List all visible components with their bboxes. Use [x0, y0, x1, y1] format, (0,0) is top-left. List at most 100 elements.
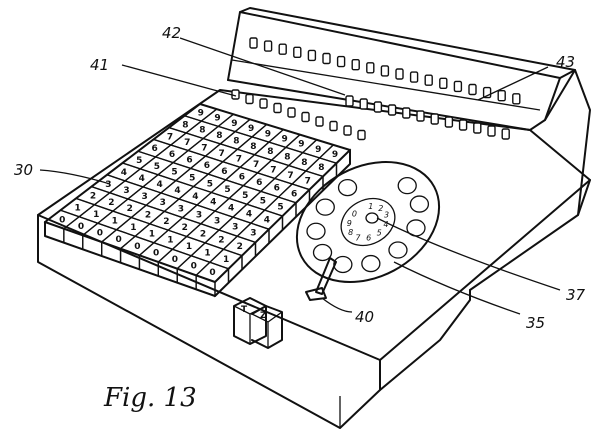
key-digit: 4 — [228, 204, 234, 214]
key-digit: 5 — [171, 168, 177, 178]
key-digit: 0 — [209, 268, 215, 278]
indicator-lamp — [430, 113, 439, 125]
key-digit: 7 — [201, 143, 207, 153]
dial-hole — [409, 195, 430, 213]
key-digit: 6 — [256, 178, 262, 188]
key-digit: 6 — [186, 155, 192, 165]
dial-hole — [361, 254, 381, 273]
indicator-lamp — [263, 40, 273, 52]
key-digit: 9 — [248, 124, 254, 134]
indicator-lamp — [245, 93, 254, 105]
key-digit: 2 — [108, 198, 114, 208]
indicator-lamp — [273, 102, 282, 114]
key-digit: 8 — [199, 126, 205, 136]
key-digit: 7 — [270, 165, 276, 175]
key-digit: 0 — [172, 255, 178, 265]
indicator-lamp — [231, 89, 240, 100]
key-digit: 6 — [221, 167, 227, 177]
button-t-label: T — [241, 305, 248, 315]
indicator-lamp — [373, 101, 383, 113]
indicator-lamp — [336, 55, 346, 68]
key-digit: 9 — [198, 108, 204, 118]
indicator-lamp — [402, 107, 411, 119]
leader-lines — [39, 37, 561, 315]
dial-digit: 3 — [384, 211, 389, 220]
ref-42: 42 — [162, 24, 181, 42]
key-digit: 2 — [237, 242, 243, 252]
key-digit: 7 — [236, 154, 242, 164]
indicator-lamp — [439, 77, 448, 90]
key-digit: 5 — [242, 191, 248, 201]
indicator-lamp — [473, 122, 482, 134]
key-digit: 9 — [214, 114, 220, 124]
key-digit: 0 — [153, 248, 159, 258]
key-side-face — [254, 227, 270, 258]
indicator-lamp — [409, 71, 419, 83]
key-digit: 9 — [315, 145, 321, 155]
indicator-lamp — [387, 104, 397, 116]
key-digit: 6 — [204, 161, 210, 171]
key-digit: 6 — [291, 189, 297, 199]
tz-buttons: T Z — [233, 297, 283, 349]
dial-digit: 0 — [352, 210, 357, 219]
key-digit: 0 — [97, 229, 103, 239]
indicator-lamp — [501, 128, 510, 140]
dial-hole — [315, 198, 335, 216]
key-side-face — [281, 201, 297, 232]
key-digit: 1 — [204, 249, 210, 259]
key-digit: 0 — [191, 262, 197, 272]
key-digit: 4 — [139, 174, 145, 184]
key-digit: 2 — [145, 210, 151, 220]
indicator-lamp — [301, 111, 310, 123]
key-digit: 2 — [163, 217, 169, 227]
key-side-face — [268, 214, 284, 245]
key-digit: 3 — [196, 210, 202, 220]
key-digit: 5 — [224, 185, 230, 195]
key-digit: 3 — [232, 223, 238, 233]
key-digit: 8 — [250, 142, 256, 152]
key-digit: 5 — [207, 179, 213, 189]
ref-40: 40 — [355, 308, 374, 326]
dial-digit: 4 — [383, 220, 388, 229]
key-digit: 9 — [282, 134, 288, 144]
dial-digit: 1 — [368, 202, 373, 211]
key-digit: 6 — [239, 172, 245, 182]
key-side-face — [241, 240, 257, 272]
key-digit: 9 — [332, 150, 338, 160]
key-digit: 0 — [78, 222, 84, 232]
key-digit: 6 — [274, 184, 280, 194]
indicator-lamp — [453, 80, 463, 93]
key-digit: 7 — [219, 149, 225, 159]
key-digit: 3 — [160, 198, 166, 208]
key-digit: 8 — [318, 163, 324, 173]
dial-hole — [397, 177, 417, 195]
key-digit: 4 — [156, 180, 162, 190]
key-digit: 1 — [149, 229, 155, 239]
indicator-lamp — [293, 46, 302, 58]
key-digit: 2 — [182, 223, 188, 233]
key-digit: 8 — [233, 136, 239, 146]
key-digit: 8 — [301, 158, 307, 168]
key-digit: 2 — [200, 229, 206, 239]
key-digit: 0 — [59, 215, 65, 225]
key-side-face — [227, 254, 243, 285]
key-digit: 3 — [178, 204, 184, 214]
key-digit: 3 — [214, 216, 220, 226]
key-digit: 8 — [267, 147, 273, 157]
indicator-lamp — [424, 74, 433, 86]
key-digit: 1 — [130, 223, 136, 233]
dial-hole — [333, 255, 353, 274]
indicator-lamp — [329, 120, 338, 132]
dial-finger-holes — [306, 177, 430, 274]
key-digit: 1 — [93, 210, 99, 220]
dial-hole — [388, 241, 408, 259]
dial-digit: 8 — [348, 228, 353, 237]
dial-hole — [337, 178, 358, 197]
dial-hole — [306, 222, 326, 240]
ref-37: 37 — [566, 286, 586, 304]
ref-41: 41 — [90, 56, 109, 74]
key-digit: 9 — [231, 119, 237, 129]
key-digit: 7 — [167, 132, 173, 142]
